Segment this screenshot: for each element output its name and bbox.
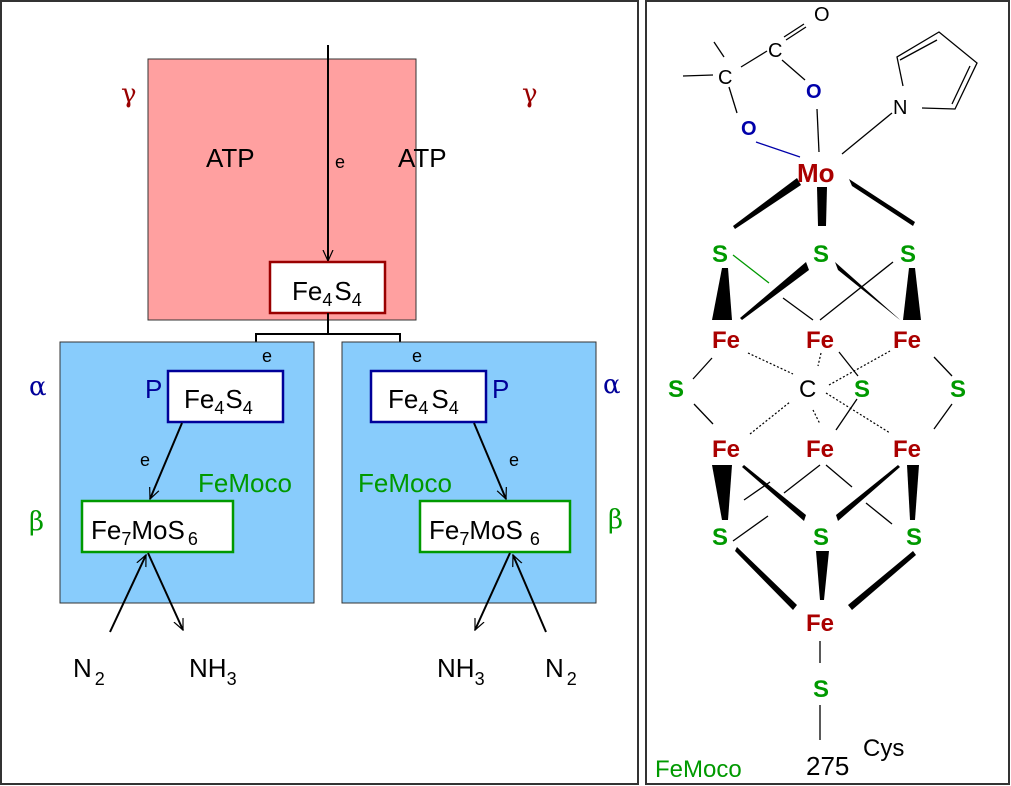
electron-arrow-left-mid xyxy=(150,422,183,499)
atp-label-left: ATP xyxy=(206,143,255,173)
femoco-box-right xyxy=(418,499,572,554)
atom-fe-terminal: Fe xyxy=(806,610,834,637)
gamma-label-left: γ xyxy=(121,79,137,109)
atom-fe-upper-right: Fe xyxy=(893,327,921,354)
atom-fe-upper-left: Fe xyxy=(712,327,740,354)
femoco-label-left: FeMoco xyxy=(198,468,292,498)
carbide-dotted-bonds xyxy=(747,350,891,435)
femoco-box-left xyxy=(80,499,235,554)
atom-c-central: C xyxy=(799,376,816,403)
gamma-label-right: γ xyxy=(522,79,538,109)
substrate-arrow-left xyxy=(109,555,147,633)
atom-n-imidazole: N xyxy=(893,97,907,119)
electron-label-left-in: e xyxy=(262,346,272,366)
electron-arrow-right-mid xyxy=(473,422,506,499)
cluster-thin-bonds xyxy=(692,261,953,740)
beta-label-left: β xyxy=(29,507,44,537)
p-cluster-label-left: P xyxy=(145,374,162,404)
p-cluster-box-left xyxy=(166,369,285,424)
p-cluster-formula-left: Fe4S4 xyxy=(184,384,253,418)
atom-s-mid-right: S xyxy=(950,376,966,403)
s-fe-green-bond xyxy=(732,254,770,284)
fe4s4-cluster-label-top: Fe4S4 xyxy=(292,276,362,310)
atom-s-mid-center: S xyxy=(854,376,870,403)
p-cluster-box-right xyxy=(369,369,488,424)
atom-fe-upper-mid: Fe xyxy=(806,327,834,354)
femoco-label-right: FeMoco xyxy=(358,468,452,498)
beta-label-right: β xyxy=(608,505,623,535)
electron-label-right-in: e xyxy=(412,346,422,366)
cluster-bonds xyxy=(712,178,921,610)
atom-s-bot-right: S xyxy=(906,524,922,551)
atom-c-carboxyl: C xyxy=(768,40,782,62)
atom-o-lower: O xyxy=(741,118,757,140)
residue-number: 275 xyxy=(806,751,849,781)
electron-label-top: e xyxy=(335,152,345,172)
femoco-caption: FeMoco xyxy=(655,756,742,783)
atom-s-mid-left: S xyxy=(668,376,684,403)
atom-mo: Mo xyxy=(797,158,835,188)
atom-o-upper: O xyxy=(806,81,822,103)
atp-label-right: ATP xyxy=(398,143,447,173)
electron-label-left-mid: e xyxy=(140,450,150,470)
atom-fe-lower-right: Fe xyxy=(893,436,921,463)
fe4s4-cluster-box-top xyxy=(268,260,387,315)
mo-o-bond xyxy=(755,141,801,158)
atom-s-top-mid: S xyxy=(813,241,829,268)
ligand-bonds xyxy=(682,23,978,155)
product-arrow-left xyxy=(147,552,184,630)
atom-s-top-left: S xyxy=(712,241,728,268)
atom-carbonyl-o: O xyxy=(814,4,830,26)
atom-fe-lower-left: Fe xyxy=(712,436,740,463)
substrate-arrow-right xyxy=(512,555,547,633)
atom-s-bot-left: S xyxy=(712,524,728,551)
atom-fe-lower-mid: Fe xyxy=(806,436,834,463)
alpha-label-left: α xyxy=(29,372,47,402)
electron-label-right-mid: e xyxy=(509,450,519,470)
atom-c-alpha: C xyxy=(718,67,732,89)
right-panel-frame xyxy=(645,0,1010,785)
p-cluster-label-right: P xyxy=(492,374,509,404)
atom-s-top-right: S xyxy=(900,241,916,268)
atom-s-cys: S xyxy=(813,676,829,703)
atom-s-bot-mid: S xyxy=(813,524,829,551)
nh3-label-left: NH3 xyxy=(189,653,237,689)
alpha-label-right: α xyxy=(603,370,621,400)
nh3-label-right: NH3 xyxy=(437,653,485,689)
product-arrow-right xyxy=(474,552,511,630)
residue-name: Cys xyxy=(863,735,904,762)
left-panel-frame xyxy=(0,0,639,785)
